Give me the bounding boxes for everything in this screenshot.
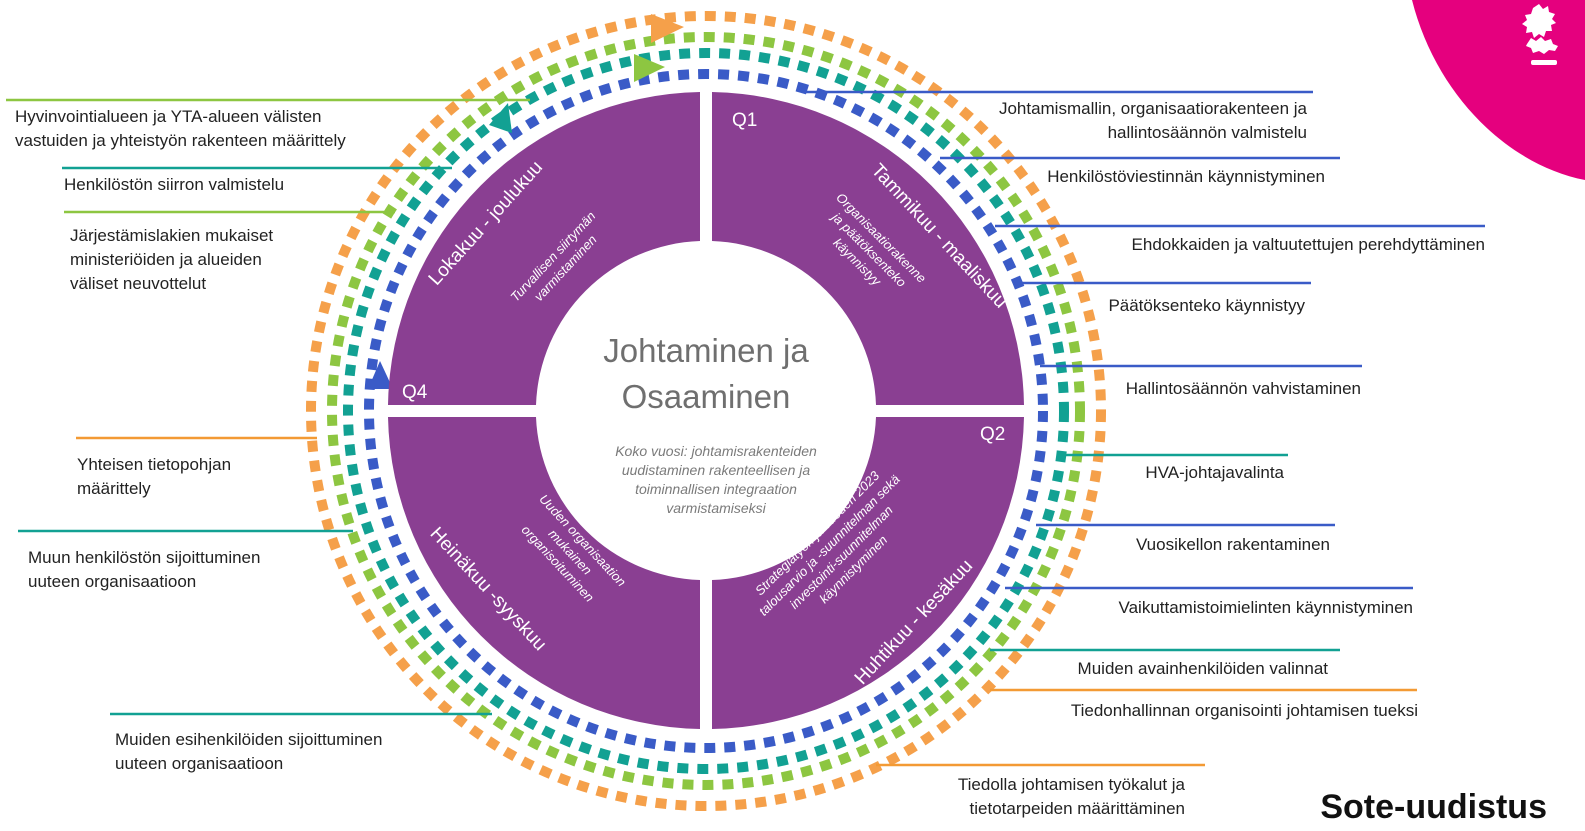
task-label-line: Tiedonhallinnan organisointi johtamisen … <box>1070 701 1418 720</box>
right-leader-lines <box>804 90 1485 767</box>
task-label: Tiedonhallinnan organisointi johtamisen … <box>1071 699 1418 723</box>
center-title-line: Johtaminen ja <box>603 332 809 369</box>
center-note-line: toiminnallisen integraation <box>635 481 797 497</box>
task-label: Hallintosäännön vahvistaminen <box>1126 377 1361 401</box>
task-label-line: uuteen organisaatioon <box>115 754 284 773</box>
q4-label: Q4 <box>402 382 428 403</box>
q2-label: Q2 <box>980 424 1005 445</box>
green-arrowhead-icon <box>634 54 665 82</box>
task-label-line: uuteen organisaatioon <box>28 572 197 591</box>
task-label: Ehdokkaiden ja valtuutettujen perehdyttä… <box>1132 233 1485 257</box>
task-label-line: Vaikuttamistoimielinten käynnistyminen <box>1118 598 1413 617</box>
task-label-line: Johtamismallin, organisaatiorakenteen ja <box>998 99 1307 118</box>
brand-label: Sote-uudistus <box>1320 788 1547 826</box>
teal-dashed-arc <box>343 48 1069 774</box>
center-note-line: Koko vuosi: johtamisrakenteiden <box>615 443 817 459</box>
task-label: Hyvinvointialueen ja YTA-alueen välisten… <box>15 105 346 153</box>
task-label-line: Henkilöstön siirron valmistelu <box>64 175 285 194</box>
task-label: Vuosikellon rakentaminen <box>1136 533 1330 557</box>
blue-dashed-arc <box>364 69 1048 753</box>
orange-arrowhead-icon <box>651 14 684 43</box>
task-label: Yhteisen tietopohjan määrittely <box>77 453 231 501</box>
sector-q1 <box>712 92 1024 405</box>
task-label-line: Päätöksenteko käynnistyy <box>1108 296 1305 315</box>
task-label-line: Hallintosäännön vahvistaminen <box>1125 379 1361 398</box>
task-label-line: Ehdokkaiden ja valtuutettujen perehdyttä… <box>1131 235 1485 254</box>
task-label: Henkilöstöviestinnän käynnistyminen <box>1047 165 1325 189</box>
green-dashed-arc <box>327 32 1085 790</box>
task-label-line: ministeriöiden ja alueiden <box>70 250 262 269</box>
sector-q4 <box>388 92 700 405</box>
task-label-line: Vuosikellon rakentaminen <box>1135 535 1330 554</box>
corner-brand-shape <box>1412 0 1585 180</box>
task-label-line: vastuiden ja yhteistyön rakenteen määrit… <box>15 131 346 150</box>
task-label: Tiedolla johtamisen työkalut ja tietotar… <box>958 773 1185 821</box>
sector-q2 <box>712 417 1024 729</box>
center-note: Koko vuosi: johtamisrakenteiden uudistam… <box>615 443 817 516</box>
task-label: Järjestämislakien mukaiset ministeriöide… <box>70 224 273 296</box>
left-leader-lines <box>6 98 530 716</box>
quarter-ring <box>388 92 1024 729</box>
task-label-line: Yhteisen tietopohjan <box>77 455 232 474</box>
task-label-line: hallintosäännön valmistelu <box>1107 123 1307 142</box>
task-label: Muun henkilöstön sijoittuminen uuteen or… <box>28 546 260 594</box>
task-label-line: Muiden avainhenkilöiden valinnat <box>1077 659 1328 678</box>
sector-q3 <box>388 417 700 729</box>
lion-emblem-icon <box>1522 4 1558 65</box>
task-label-line: Henkilöstöviestinnän käynnistyminen <box>1047 167 1325 186</box>
blue-arrowhead-icon <box>368 361 393 389</box>
task-label-line: Hyvinvointialueen ja YTA-alueen välisten <box>15 107 322 126</box>
center-title-line: Osaaminen <box>622 378 791 415</box>
task-label-line: HVA-johtajavalinta <box>1145 463 1284 482</box>
task-label-line: Tiedolla johtamisen työkalut ja <box>957 775 1185 794</box>
task-label: Vaikuttamistoimielinten käynnistyminen <box>1119 596 1413 620</box>
task-label-line: väliset neuvottelut <box>70 274 207 293</box>
task-label: HVA-johtajavalinta <box>1145 461 1284 485</box>
task-label-line: tietotarpeiden määrittäminen <box>969 799 1185 818</box>
task-label-line: Muiden esihenkilöiden sijoittuminen <box>115 730 383 749</box>
task-label-line: Järjestämislakien mukaiset <box>70 226 274 245</box>
task-label: Johtamismallin, organisaatiorakenteen ja… <box>999 97 1307 145</box>
task-label-line: määrittely <box>77 479 151 498</box>
teal-arrowhead-icon <box>489 103 512 133</box>
orange-dashed-arc <box>306 11 1106 811</box>
center-note-line: varmistamiseksi <box>666 500 766 516</box>
task-label: Henkilöstön siirron valmistelu <box>64 173 284 197</box>
task-label: Muiden avainhenkilöiden valinnat <box>1078 657 1328 681</box>
q1-label: Q1 <box>732 110 757 131</box>
task-label-line: Muun henkilöstön sijoittuminen <box>28 548 261 567</box>
center-note-line: uudistaminen rakenteellisen ja <box>622 462 811 478</box>
task-label: Päätöksenteko käynnistyy <box>1108 294 1305 318</box>
task-label: Muiden esihenkilöiden sijoittuminen uute… <box>115 728 382 776</box>
